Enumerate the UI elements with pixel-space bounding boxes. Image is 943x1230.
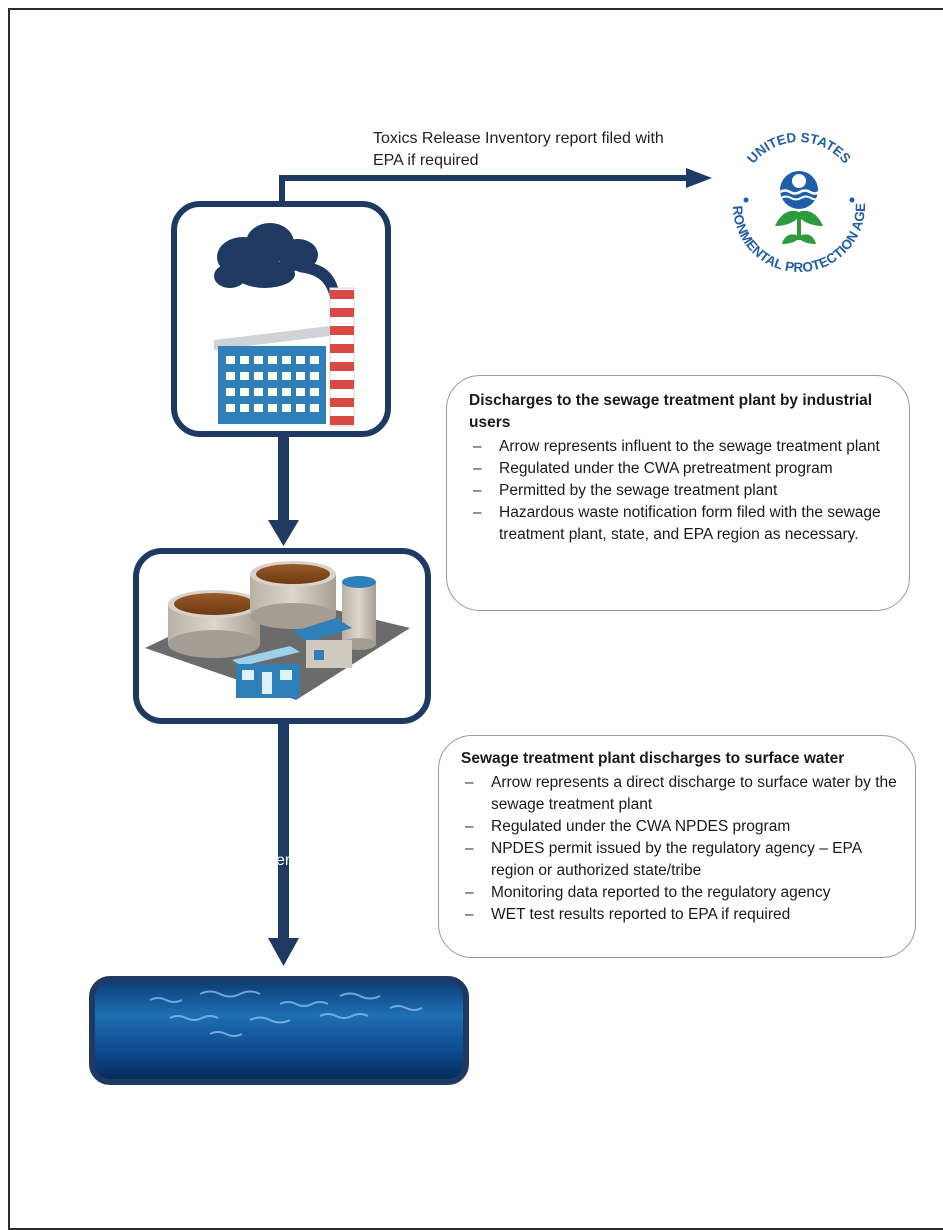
plant-discharge-info-box: Sewage treatment plant discharges to sur…	[438, 735, 916, 958]
tri-report-label: Toxics Release Inventory report filed wi…	[373, 130, 664, 169]
industrial-discharge-info-box: Discharges to the sewage treatment plant…	[446, 375, 910, 611]
plant-discharge-title: Sewage treatment plant discharges to sur…	[461, 750, 845, 767]
industrial-discharge-list: Arrow represents influent to the sewage …	[469, 436, 891, 546]
factory-node	[171, 201, 391, 437]
discharge-arrow	[268, 721, 299, 966]
industrial-discharge-title: Discharges to the sewage treatment plant…	[469, 392, 873, 431]
factory-building-icon	[214, 326, 330, 424]
list-item: Arrow represents influent to the sewage …	[469, 436, 891, 458]
treatment-plant-icon	[145, 561, 410, 700]
surface-water-node	[89, 976, 469, 1085]
tri-report-arrow	[279, 168, 712, 205]
list-item: WET test results reported to EPA if requ…	[461, 904, 897, 926]
chimney-icon	[329, 287, 355, 427]
list-item: Monitoring data reported to the regulato…	[461, 882, 897, 904]
list-item: Permitted by the sewage treatment plant	[469, 480, 891, 502]
influent-arrow	[268, 434, 299, 546]
list-item: Regulated under the CWA NPDES program	[461, 816, 897, 838]
wave-highlights	[149, 990, 423, 1037]
list-item: Regulated under the CWA pretreatment pro…	[469, 458, 891, 480]
surface-water-label: Surface Water (rivers, lakes, oceans)	[147, 852, 411, 869]
plant-discharge-list: Arrow represents a direct discharge to s…	[461, 772, 897, 926]
list-item: NPDES permit issued by the regulatory ag…	[461, 838, 897, 882]
sewage-plant-node	[133, 548, 431, 724]
list-item: Arrow represents a direct discharge to s…	[461, 772, 897, 816]
list-item: Hazardous waste notification form filed …	[469, 502, 891, 546]
